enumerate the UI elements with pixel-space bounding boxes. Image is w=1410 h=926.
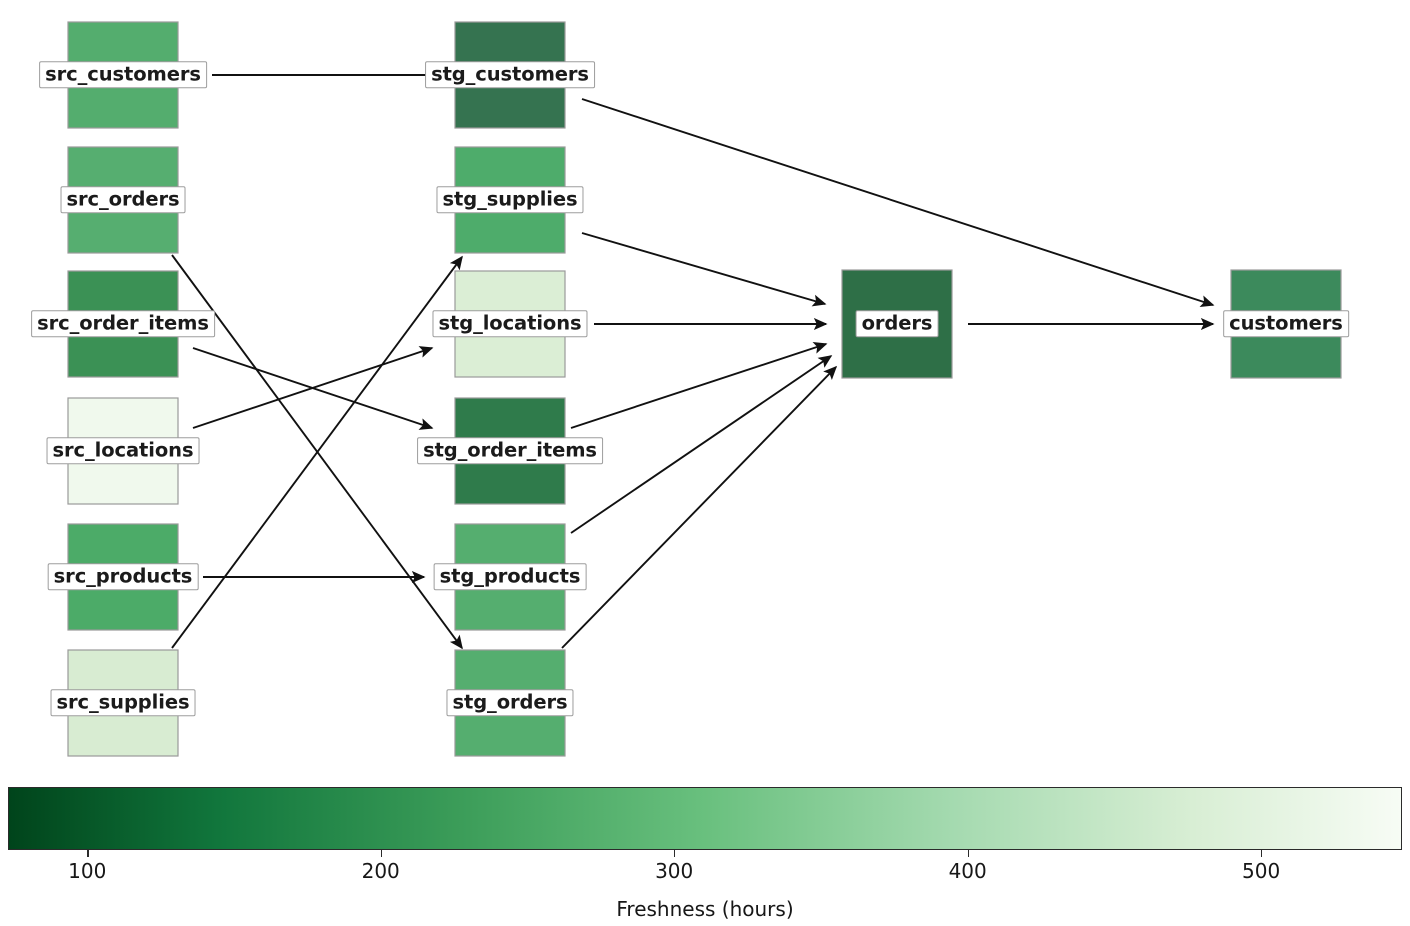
colorbar-tick-mark [380, 850, 382, 857]
edge-stg_orders-to-orders [561, 365, 838, 649]
edge-src_locations-to-stg_locations [192, 346, 434, 429]
colorbar-gradient [8, 787, 1402, 850]
edge-src_supplies-to-stg_supplies [171, 255, 463, 649]
colorbar-tick-label: 100 [68, 859, 107, 883]
node-label-src_locations[interactable]: src_locations [46, 437, 200, 465]
colorbar-tick-label: 300 [655, 859, 694, 883]
node-label-stg_orders[interactable]: stg_orders [446, 689, 574, 717]
nodes-group [67, 21, 1342, 757]
edge-stg_order_items-to-orders [570, 342, 828, 429]
node-label-src_products[interactable]: src_products [47, 563, 199, 591]
colorbar-tick-mark [87, 850, 89, 857]
colorbar-tick-mark [967, 850, 969, 857]
colorbar-axis-label: Freshness (hours) [616, 897, 794, 921]
colorbar-tick-label: 500 [1242, 859, 1281, 883]
node-label-stg_locations[interactable]: stg_locations [432, 310, 588, 338]
colorbar-tick-label: 200 [361, 859, 400, 883]
node-label-orders[interactable]: orders [855, 310, 939, 338]
colorbar-tick-mark [1261, 850, 1263, 857]
edge-stg_customers-to-customers [581, 98, 1215, 308]
colorbar-ticks: 100 200 300 400 500 [8, 850, 1402, 890]
edges-group [171, 74, 1215, 650]
colorbar-tick-mark [674, 850, 676, 857]
node-label-stg_order_items[interactable]: stg_order_items [417, 437, 603, 465]
node-label-stg_customers[interactable]: stg_customers [425, 61, 595, 89]
node-label-src_customers[interactable]: src_customers [39, 61, 207, 89]
colorbar [8, 787, 1402, 850]
node-label-customers[interactable]: customers [1223, 310, 1349, 338]
node-label-src_orders[interactable]: src_orders [60, 186, 186, 214]
node-label-src_supplies[interactable]: src_supplies [50, 689, 196, 717]
colorbar-tick-label: 400 [948, 859, 987, 883]
node-label-src_order_items[interactable]: src_order_items [31, 310, 215, 338]
node-label-stg_supplies[interactable]: stg_supplies [436, 186, 584, 214]
edge-stg_products-to-orders [570, 355, 833, 534]
edge-stg_supplies-to-orders [581, 232, 827, 307]
node-label-stg_products[interactable]: stg_products [433, 563, 587, 591]
